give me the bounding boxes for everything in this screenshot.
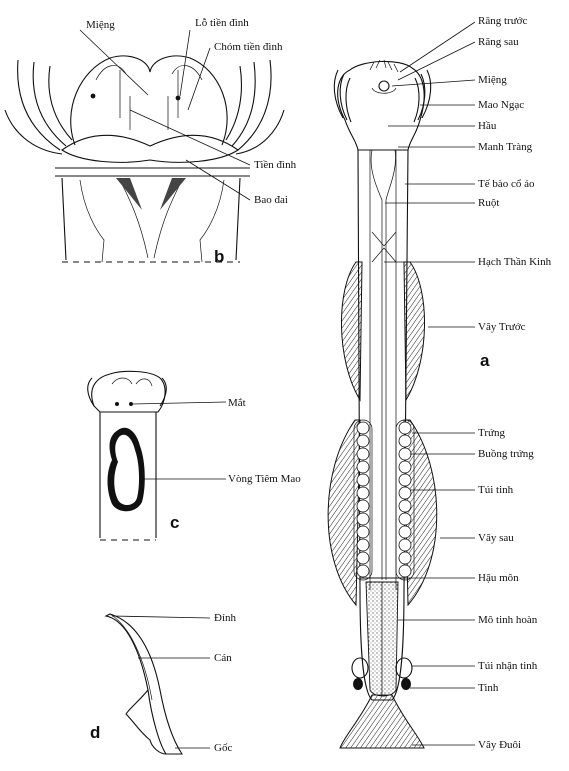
head-outline [338, 61, 424, 150]
label-mao-ngac: Mao Ngạc [478, 99, 524, 111]
label-chom-tien-dinh: Chóm tiền đình [214, 41, 283, 53]
leader-lines-d [112, 616, 210, 748]
label-lo-tien-dinh: Lỗ tiền đình [195, 17, 249, 29]
label-te-bao-co-ao: Tế bào cổ áo [478, 178, 535, 190]
label-vay-duoi: Vây Đuôi [478, 739, 521, 751]
label-manh-trang: Manh Tràng [478, 141, 533, 153]
leader-lines-c [133, 402, 226, 479]
label-trung: Trứng [478, 427, 505, 439]
label-dinh: Đỉnh [214, 612, 237, 624]
leader-lines-a [384, 22, 475, 745]
label-vay-sau: Vây sau [478, 532, 514, 544]
label-goc: Gốc [214, 742, 232, 754]
label-mo-tinh-hoan: Mô tinh hoàn [478, 614, 538, 626]
egg-column-left [357, 422, 369, 577]
label-mieng-a: Miệng [478, 74, 507, 86]
panel-label-b: b [214, 247, 224, 266]
label-mat: Mắt [228, 397, 246, 409]
panel-b-head [5, 56, 284, 262]
label-vong-tiem-mao: Vòng Tiêm Mao [228, 473, 301, 485]
label-hau-mon: Hậu môn [478, 572, 519, 584]
label-tinh: Tinh [478, 682, 499, 694]
label-rang-sau: Răng sau [478, 36, 519, 48]
label-bao-dai: Bao đai [254, 194, 288, 206]
label-can: Cán [214, 652, 232, 664]
panel-label-a: a [480, 351, 490, 370]
panel-c-ventral-head [88, 371, 167, 540]
tail-fin [340, 695, 424, 748]
label-tui-nhan-tinh: Túi nhận tinh [478, 660, 538, 672]
label-hau: Hầu [478, 120, 497, 132]
label-ruot: Ruột [478, 197, 499, 209]
panel-a-body [328, 60, 437, 748]
label-tien-dinh: Tiền đình [254, 159, 297, 171]
label-tui-tinh: Túi tinh [478, 484, 514, 496]
label-rang-truoc: Răng trước [478, 15, 527, 27]
posterior-fin-right [404, 420, 437, 605]
panel-label-d: d [90, 723, 100, 742]
label-vay-truoc: Vây Trước [478, 321, 526, 333]
label-buong-trung: Buồng trứng [478, 448, 534, 460]
posterior-fin-left [328, 420, 360, 605]
panel-label-c: c [170, 513, 179, 532]
leader-lines-b [80, 30, 250, 200]
label-mieng-b: Miệng [86, 19, 115, 31]
panel-d-hook [106, 614, 182, 754]
label-hach-than-kinh: Hạch Thần Kinh [478, 256, 552, 268]
